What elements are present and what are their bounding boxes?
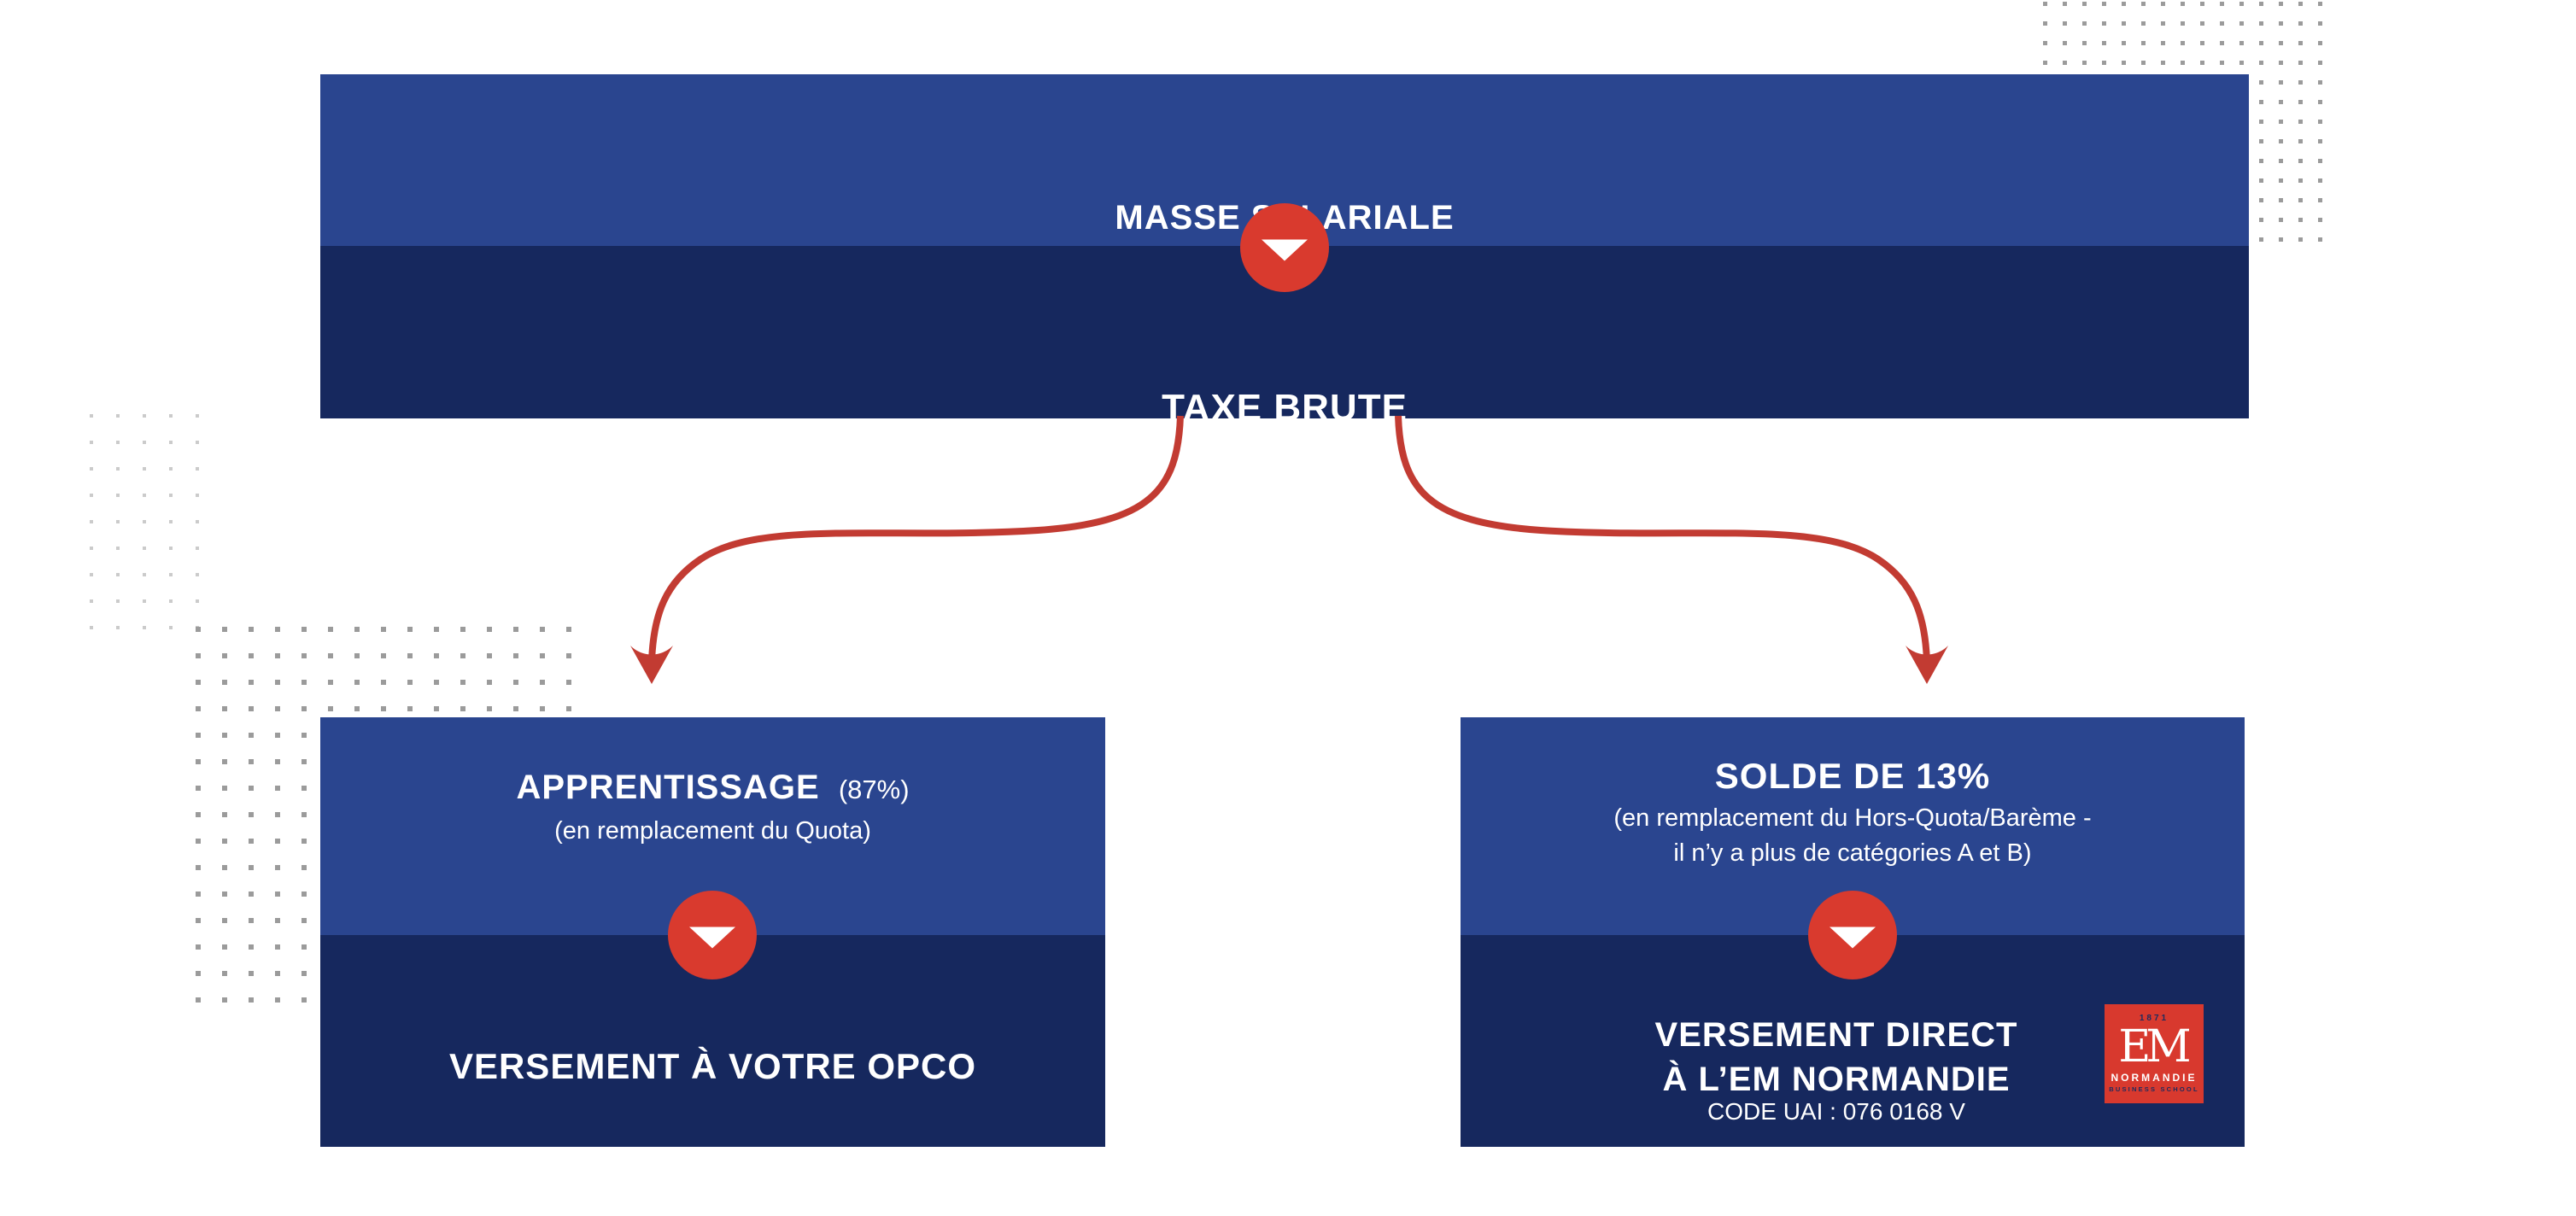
arrow-down-icon bbox=[1830, 927, 1876, 949]
taxe-brute-title: TAXE BRUTE bbox=[1162, 387, 1408, 429]
solde-note: (en remplacement du Hors-Quota/Barème - … bbox=[1461, 801, 2245, 871]
solde-note-line1: (en remplacement du Hors-Quota/Barème - bbox=[1613, 804, 2092, 832]
logo-name: NORMANDIE bbox=[2111, 1072, 2198, 1084]
solde-box: SOLDE DE 13% (en remplacement du Hors-Qu… bbox=[1461, 717, 2245, 1147]
versement-opco-title: VERSEMENT À VOTRE OPCO bbox=[448, 1046, 977, 1086]
dot-grid-left-small bbox=[90, 414, 199, 629]
versement-direct-title: VERSEMENT DIRECT À L’EM NORMANDIE bbox=[1461, 1013, 2212, 1102]
apprentissage-box: APPRENTISSAGE (87%) (en remplacement du … bbox=[320, 717, 1105, 1147]
logo-subname: BUSINESS SCHOOL bbox=[2109, 1085, 2199, 1094]
masse-salariale-box: MASSE SALARIALE TAXE BRUTE (0,68%) bbox=[320, 74, 2249, 464]
code-uai: CODE UAI : 076 0168 V bbox=[1707, 1098, 1965, 1125]
arrow-down-badge bbox=[668, 891, 757, 979]
arrow-down-icon bbox=[1262, 239, 1308, 261]
apprentissage-title: APPRENTISSAGE (87%) bbox=[320, 770, 1105, 804]
apprentissage-title-text: APPRENTISSAGE bbox=[516, 769, 820, 806]
arrow-down-badge bbox=[1808, 891, 1897, 979]
em-monogram: EM bbox=[2118, 1021, 2191, 1073]
apprentissage-percent: (87%) bbox=[838, 775, 910, 804]
em-normandie-logo: 1871 EM NORMANDIE BUSINESS SCHOOL bbox=[2105, 1004, 2204, 1103]
solde-note-line2: il n’y a plus de catégories A et B) bbox=[1673, 839, 2032, 867]
taxe-brute-rate: (0,68%) bbox=[1239, 436, 1330, 465]
arrow-down-icon bbox=[689, 927, 735, 949]
versement-direct-line1: VERSEMENT DIRECT bbox=[1654, 1016, 2018, 1054]
arrow-down-badge bbox=[1240, 203, 1329, 292]
versement-direct-line2: À L’EM NORMANDIE bbox=[1662, 1061, 2011, 1098]
solde-title: SOLDE DE 13% bbox=[1714, 756, 1991, 796]
apprentissage-note: (en remplacement du Quota) bbox=[554, 817, 871, 845]
logo-year: 1871 bbox=[2139, 1014, 2169, 1024]
